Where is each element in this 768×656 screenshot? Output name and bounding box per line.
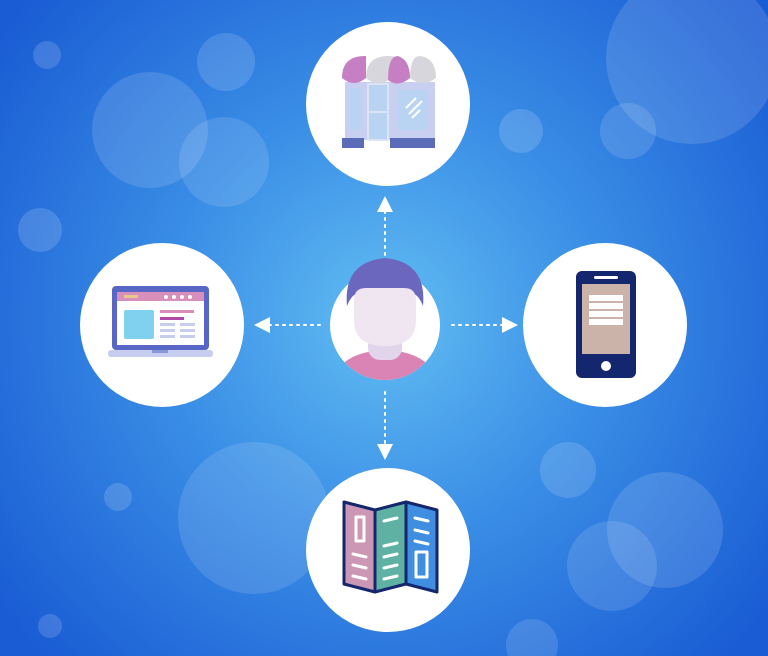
channel-store [306, 22, 470, 186]
channel-mobile [523, 243, 687, 407]
smartphone-icon [576, 271, 636, 378]
brochure-icon [342, 500, 439, 594]
bokeh-circles [18, 0, 768, 656]
channel-web [80, 243, 244, 407]
storefront-icon [342, 56, 436, 148]
laptop-website-icon [108, 286, 213, 357]
channel-print [306, 468, 470, 632]
person-avatar-icon [330, 258, 440, 380]
